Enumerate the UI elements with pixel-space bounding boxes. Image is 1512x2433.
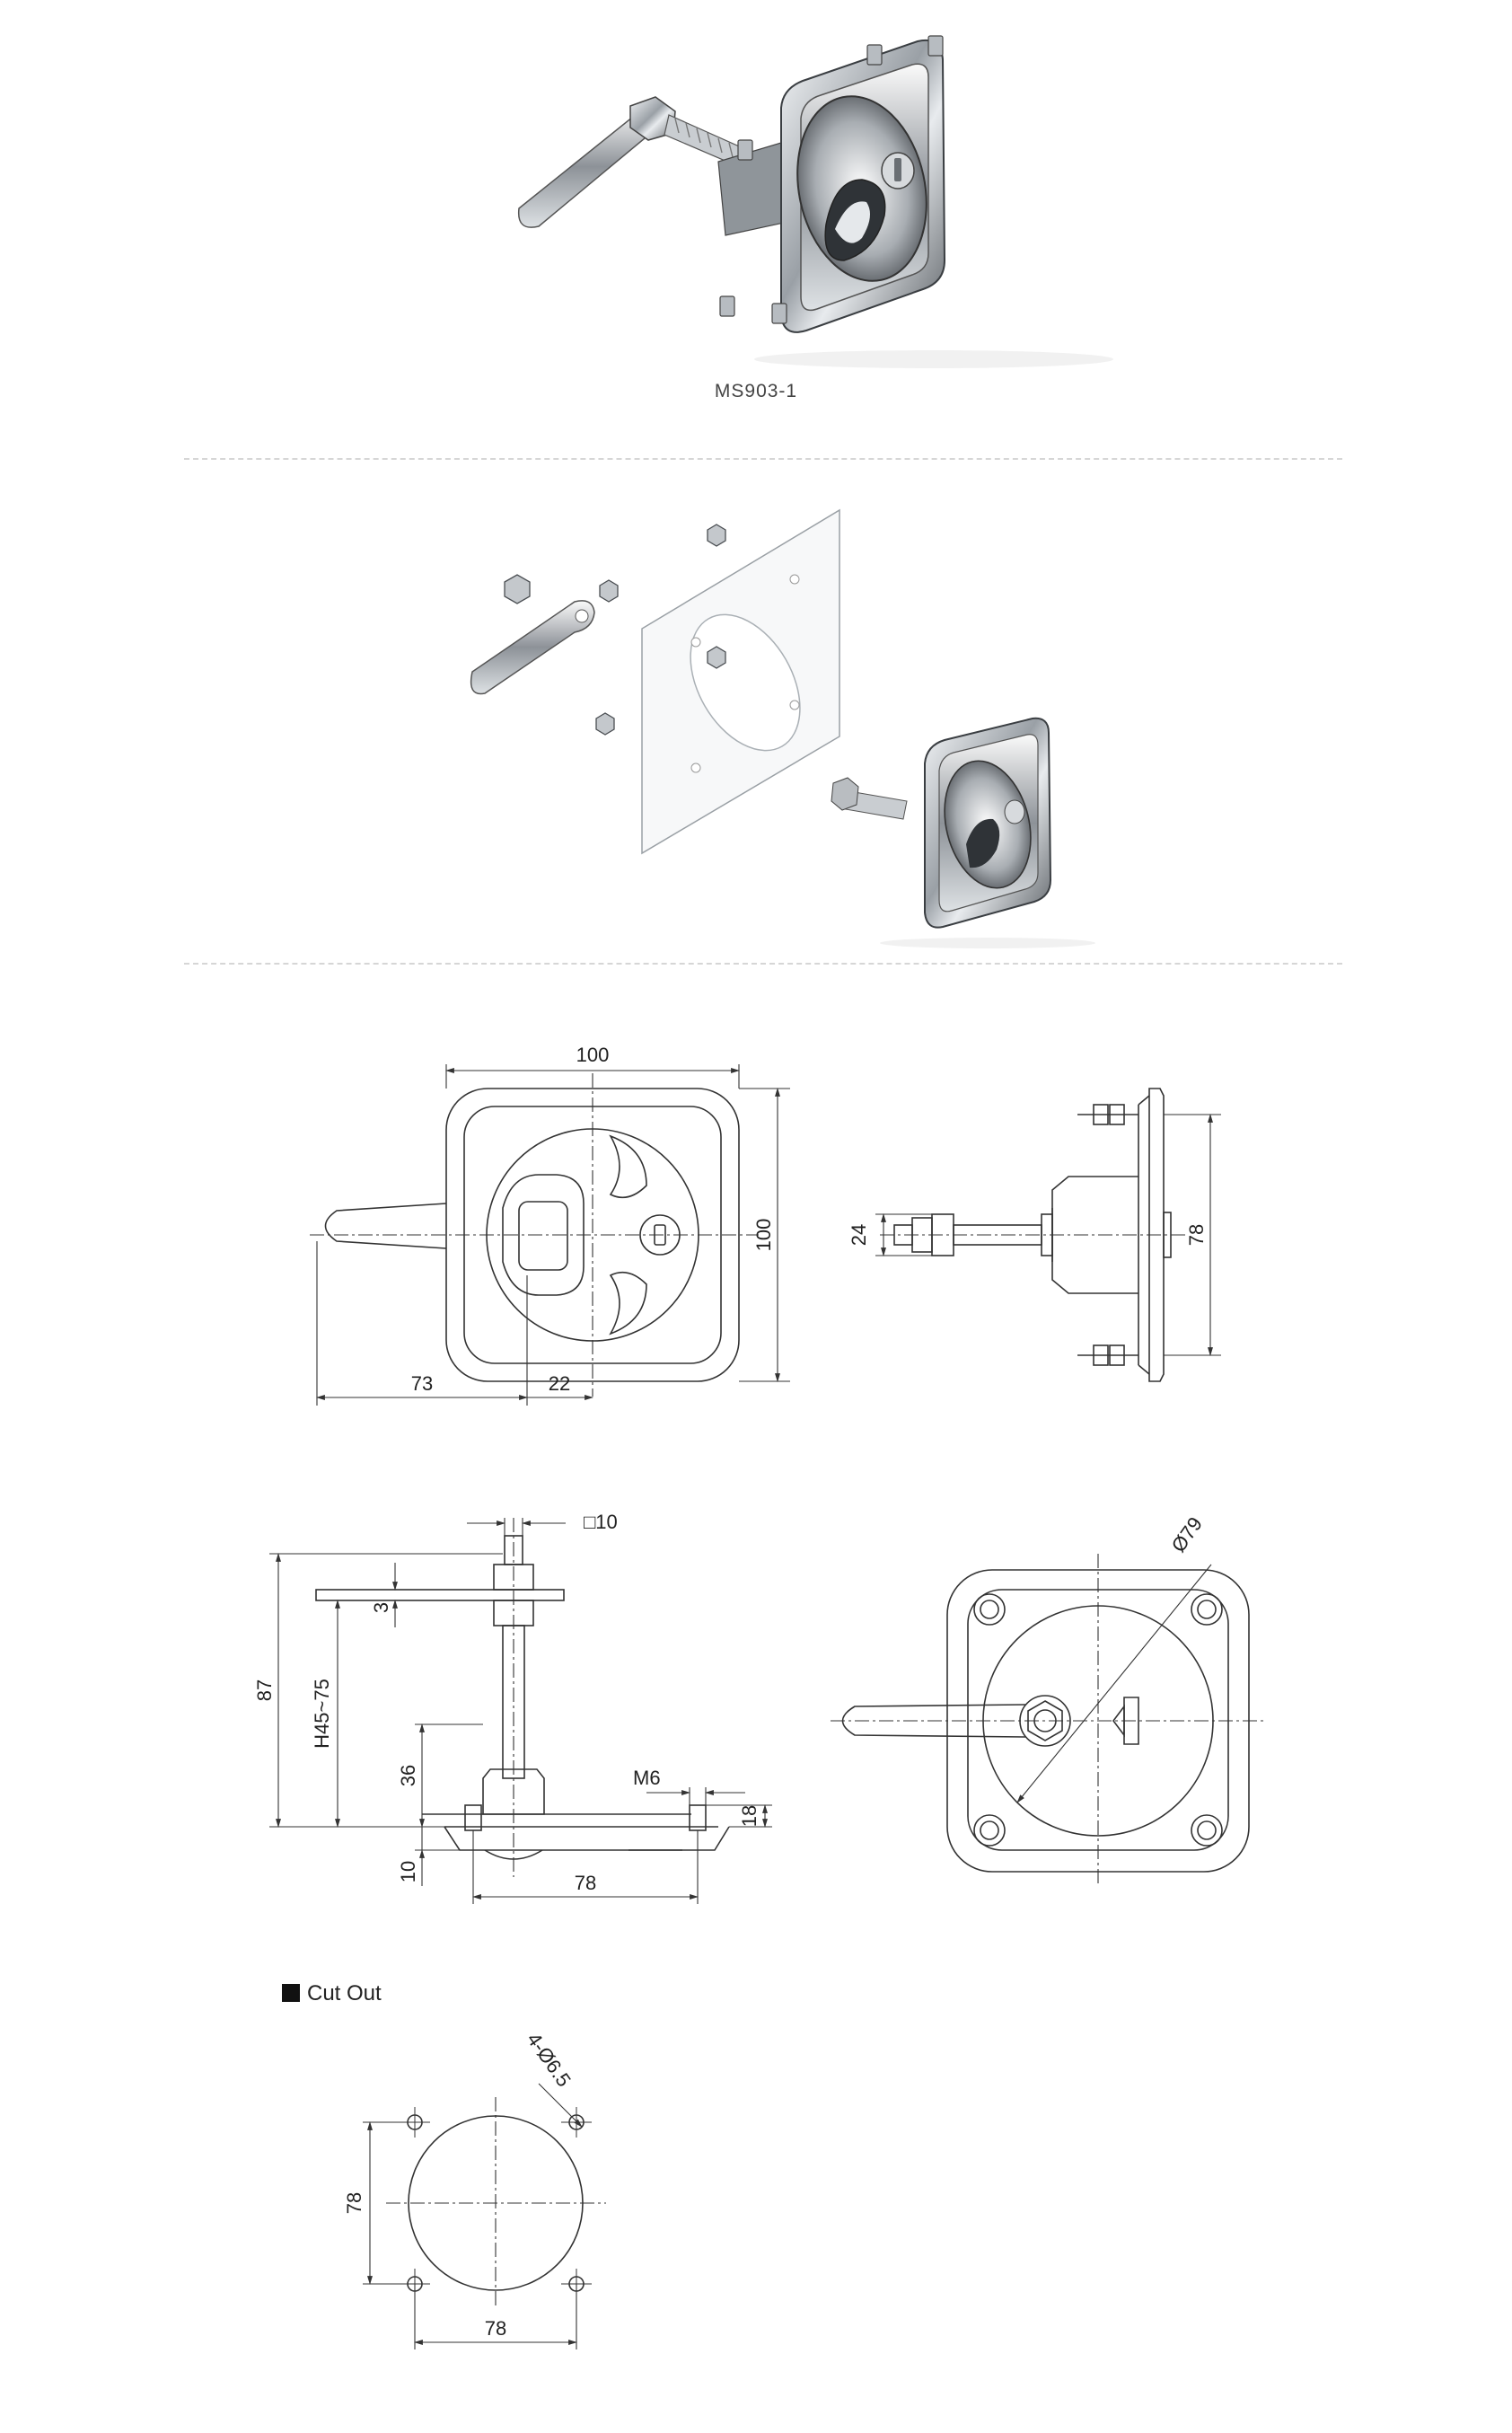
section-body-height-label: 36 [397, 1765, 419, 1786]
section-cam-thickness-label: 3 [370, 1602, 392, 1613]
cutout-drawing [363, 2083, 606, 2349]
exploded-view-render [470, 508, 1095, 948]
corner-studs [719, 35, 944, 324]
section-total-height-label: 87 [253, 1679, 276, 1701]
front-width-label: 100 [576, 1044, 610, 1066]
front-handle-length-label: 73 [411, 1372, 433, 1395]
cutout-title: Cut Out [307, 1981, 382, 2005]
front-view-drawing [310, 1064, 790, 1406]
exploded-view-section [0, 467, 1512, 952]
front-height-label: 100 [752, 1219, 775, 1252]
hex-nuts [504, 524, 726, 736]
section-divider-2 [184, 963, 1342, 965]
section-thread-label: M6 [633, 1767, 661, 1789]
cutout-holes-label: 4-Ø6.5 [523, 2029, 576, 2091]
side-stud-height-label: 24 [848, 1224, 870, 1246]
cutout-width-label: 78 [485, 2317, 506, 2340]
section-flange-height-label: 18 [738, 1805, 760, 1827]
latch-face-plate [780, 40, 946, 333]
rear-diameter-label: Ø79 [1167, 1512, 1207, 1556]
section-base-thickness-label: 10 [397, 1861, 419, 1882]
rear-view-drawing [831, 1554, 1266, 1886]
model-caption: MS903-1 [714, 381, 798, 401]
square-bullet-icon [282, 1984, 300, 2002]
side-hole-spacing-label: 78 [1185, 1224, 1208, 1246]
cam-lever [470, 600, 595, 695]
section-hole-spacing-label: 78 [575, 1872, 596, 1894]
section-view-drawing [269, 1518, 772, 1904]
mounting-panel [641, 508, 840, 855]
section-range-label: H45~75 [311, 1679, 333, 1749]
section-square-drive-label: □10 [584, 1511, 618, 1533]
latch-3d-render [517, 35, 1113, 368]
cutout-heading: Cut Out [282, 1981, 382, 2006]
section-divider-1 [184, 458, 1342, 460]
front-offset-label: 22 [549, 1372, 570, 1395]
product-render-section: MS903-1 [0, 0, 1512, 449]
latch-assembly [831, 717, 1052, 929]
cutout-height-label: 78 [343, 2192, 365, 2214]
side-view-drawing [875, 1088, 1221, 1382]
technical-drawings-section: 100 100 73 22 [0, 979, 1512, 2429]
technical-drawings: 100 100 73 22 [253, 1044, 1266, 2349]
